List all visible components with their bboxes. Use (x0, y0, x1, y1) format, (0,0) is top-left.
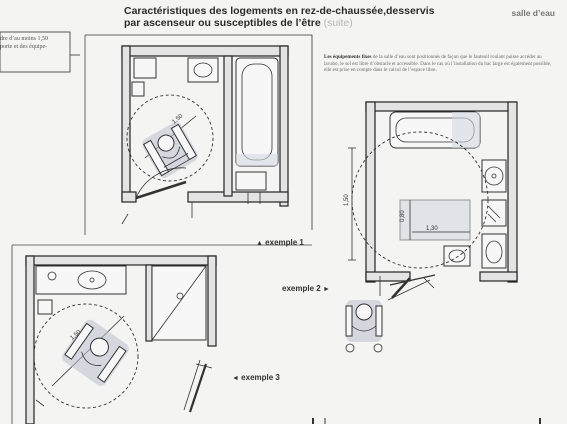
turning-circle (33, 303, 139, 409)
wheelchair-figure (62, 319, 129, 386)
margin-note-line-1: dre d’au moins 1,50 (0, 36, 48, 42)
washbasin (35, 265, 127, 295)
frame-top (85, 34, 313, 230)
caption-exemple-2-text: exemple 2 (282, 284, 321, 293)
washbasin (187, 57, 219, 83)
toilet (235, 171, 267, 191)
washbasin (481, 159, 507, 193)
turning-circle (126, 94, 214, 182)
triangle-icon: ▲ (256, 240, 263, 247)
title-line-1: Caractéristiques des logements en rez-de… (124, 5, 435, 17)
caption-exemple-1: ▲ exemple 1 (256, 238, 304, 247)
title-suffix: (suite) (323, 17, 353, 29)
plan-exemple-3 (11, 244, 312, 424)
section-tag: salle d’eau (511, 8, 555, 18)
intro-paragraph: Les équipements fixes de la salle d’eau … (324, 54, 554, 74)
dim-ex2-height: 1,50 (344, 194, 350, 206)
turning-circle (351, 131, 489, 269)
margin-note: dre d’au moins 1,50 porte et des équipe- (0, 35, 60, 51)
intro-bold: Les équipements fixes (324, 54, 372, 60)
margin-box (0, 31, 71, 73)
caption-exemple-2: exemple 2 ► (282, 284, 330, 293)
dim-ex2-space-w: 1,30 (426, 226, 438, 232)
triangle-left-icon: ◄ (232, 375, 239, 382)
triangle-right-icon: ► (322, 286, 330, 293)
margin-note-line-2: porte et des équipe- (0, 44, 48, 50)
page-title: Caractéristiques des logements en rez-de… (124, 5, 484, 29)
caption-exemple-3: ◄ exemple 3 (232, 373, 280, 382)
intro-text: de la salle d’eau sont positionnés de fa… (324, 54, 552, 74)
caption-exemple-3-text: exemple 3 (241, 373, 280, 382)
plan-exemple-1 (121, 45, 289, 225)
title-line-2: par ascenseur ou susceptibles de l’être … (124, 17, 484, 29)
wheelchair-figure (142, 122, 198, 178)
plan-exemple-2 (312, 101, 541, 424)
dim-ex2-space-h: 0,80 (400, 210, 406, 222)
wheelchair-figure (345, 300, 383, 353)
caption-exemple-1-text: exemple 1 (265, 238, 304, 247)
title-line-2-text: par ascenseur ou susceptibles de l’être (124, 17, 321, 29)
free-space (399, 199, 471, 241)
